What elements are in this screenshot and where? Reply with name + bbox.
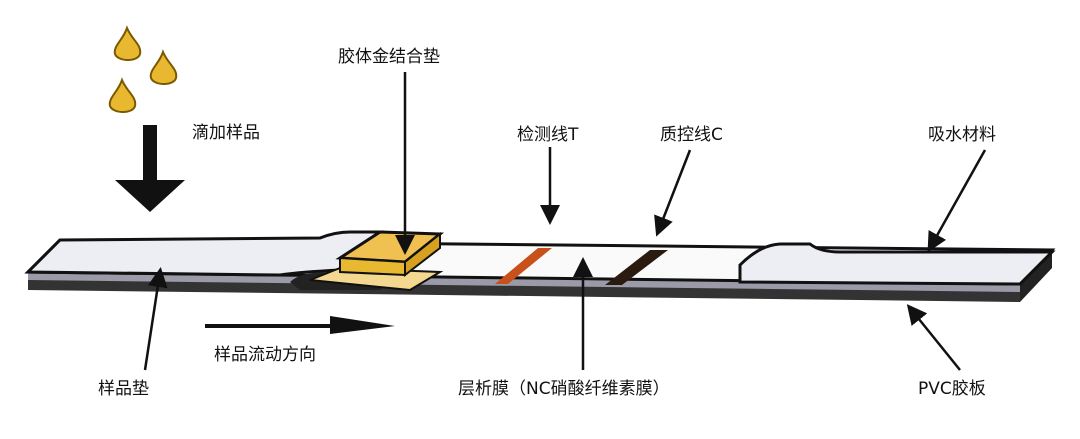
control-line-label: 质控线C (660, 125, 723, 145)
membrane-label: 层析膜（NC硝酸纤维素膜） (458, 379, 670, 399)
control-line (605, 250, 668, 285)
pvc-backing (28, 252, 1052, 302)
sample-drop-icons (108, 25, 178, 113)
absorbent-pad (738, 242, 1056, 286)
flow-direction-label: 样品流动方向 (214, 345, 316, 365)
pvc-label: PVC胶板 (918, 379, 986, 399)
add-sample-label: 滴加样品 (192, 123, 260, 143)
sample-pad-label: 样品垫 (98, 379, 149, 399)
flow-direction-arrow-icon (205, 316, 395, 334)
test-line-label: 检测线T (517, 125, 579, 145)
test-line (495, 248, 552, 284)
conjugate-pad-label: 胶体金结合垫 (338, 47, 440, 67)
leader-arrows (143, 72, 987, 371)
absorbent-label: 吸水材料 (928, 125, 996, 145)
down-arrow-icon (115, 125, 185, 212)
conjugate-pad (309, 230, 445, 292)
